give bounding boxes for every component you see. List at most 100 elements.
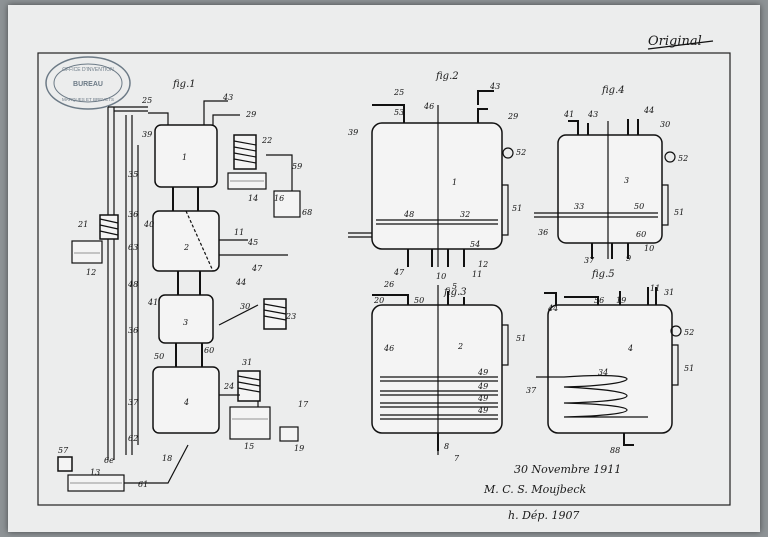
svg-text:50: 50 — [414, 296, 424, 305]
fig4-label: fig.4 — [601, 85, 625, 96]
svg-text:6e: 6e — [104, 456, 114, 465]
svg-text:MARQUES ET BREVETS: MARQUES ET BREVETS — [62, 97, 114, 102]
fig3-label: fig.3 — [443, 287, 467, 298]
svg-text:37: 37 — [128, 398, 139, 407]
svg-text:23: 23 — [285, 312, 296, 321]
svg-text:35: 35 — [128, 170, 138, 179]
fig5-label: fig.5 — [591, 269, 615, 280]
fig1-vessel-3 — [158, 294, 214, 344]
svg-text:25: 25 — [393, 88, 404, 97]
svg-text:4: 4 — [627, 344, 633, 353]
svg-text:16: 16 — [274, 194, 284, 203]
svg-text:51: 51 — [512, 204, 522, 213]
svg-text:43: 43 — [489, 82, 500, 91]
svg-text:25: 25 — [141, 96, 152, 105]
svg-text:11: 11 — [234, 228, 244, 237]
svg-text:10: 10 — [436, 272, 446, 281]
svg-text:40: 40 — [143, 220, 154, 229]
svg-text:31: 31 — [664, 288, 674, 297]
svg-text:36: 36 — [538, 228, 548, 237]
svg-text:24: 24 — [223, 382, 234, 391]
svg-text:33: 33 — [574, 202, 584, 211]
svg-text:46: 46 — [383, 344, 394, 353]
svg-text:11: 11 — [472, 270, 482, 279]
svg-text:51: 51 — [674, 208, 684, 217]
svg-text:41: 41 — [563, 110, 574, 119]
svg-text:21: 21 — [77, 220, 88, 229]
svg-text:4: 4 — [183, 398, 189, 407]
svg-text:3: 3 — [624, 176, 629, 185]
svg-text:53: 53 — [394, 108, 404, 117]
svg-text:52: 52 — [678, 154, 688, 163]
svg-text:12: 12 — [86, 268, 96, 277]
svg-text:52: 52 — [684, 328, 694, 337]
svg-text:18: 18 — [162, 454, 172, 463]
svg-text:12: 12 — [478, 260, 488, 269]
svg-text:44: 44 — [643, 106, 654, 115]
svg-text:50: 50 — [634, 202, 644, 211]
svg-text:44: 44 — [547, 304, 558, 313]
signature-block: 30 Novembre 1911 M. C. S. Moujbeck h. Dé… — [483, 463, 621, 522]
svg-text:13: 13 — [90, 468, 100, 477]
svg-text:2: 2 — [457, 342, 463, 351]
svg-text:63: 63 — [128, 243, 138, 252]
svg-text:61: 61 — [138, 480, 148, 489]
figure-2: fig.2 1 25 43 53 46 29 39 52 48 32 51 47… — [348, 71, 526, 281]
signature-name: M. C. S. Moujbeck — [483, 483, 587, 496]
svg-text:9: 9 — [626, 254, 631, 263]
svg-text:34: 34 — [598, 368, 608, 377]
svg-text:22: 22 — [261, 136, 272, 145]
svg-text:14: 14 — [248, 194, 258, 203]
svg-text:62: 62 — [128, 434, 138, 443]
svg-text:5: 5 — [452, 282, 457, 291]
svg-text:19: 19 — [294, 444, 304, 453]
svg-text:57: 57 — [58, 446, 69, 455]
svg-text:51: 51 — [684, 364, 694, 373]
svg-text:47: 47 — [251, 264, 263, 273]
svg-text:45: 45 — [247, 238, 258, 247]
office-stamp: OFFICE D'INVENTION BUREAU MARQUES ET BRE… — [45, 56, 131, 110]
svg-text:15: 15 — [244, 442, 254, 451]
signature-date: 30 Novembre 1911 — [514, 463, 621, 476]
svg-text:OFFICE D'INVENTION: OFFICE D'INVENTION — [62, 67, 114, 73]
svg-text:47: 47 — [393, 268, 405, 277]
svg-text:44: 44 — [235, 278, 246, 287]
svg-text:17: 17 — [298, 400, 309, 409]
fig2-label: fig.2 — [435, 71, 459, 82]
svg-text:31: 31 — [242, 358, 252, 367]
signature-dept: h. Dép. 1907 — [508, 509, 579, 522]
svg-text:2: 2 — [183, 243, 189, 252]
svg-text:49: 49 — [477, 394, 488, 403]
fig2-vessel-1 — [371, 122, 503, 250]
fig4-vessel-3 — [557, 134, 663, 244]
svg-text:60: 60 — [204, 346, 214, 355]
svg-text:49: 49 — [477, 368, 488, 377]
svg-text:BUREAU: BUREAU — [73, 81, 103, 88]
svg-text:43: 43 — [587, 110, 598, 119]
svg-text:26: 26 — [383, 280, 394, 289]
svg-text:10: 10 — [644, 244, 654, 253]
fig1-tank-12 — [71, 240, 103, 264]
svg-text:48: 48 — [127, 280, 138, 289]
svg-text:88: 88 — [610, 446, 620, 455]
fig1-coil-22 — [233, 134, 257, 170]
figure-1: fig.1 1 2 3 4 — [57, 79, 312, 492]
svg-text:7: 7 — [454, 454, 460, 463]
figure-3: fig.3 2 26 5 20 50 51 46 49 49 49 49 7 8 — [371, 280, 526, 463]
svg-text:36: 36 — [128, 326, 138, 335]
svg-text:37: 37 — [526, 386, 537, 395]
technical-drawing: Original OFFICE D'INVENTION BUREAU MARQU… — [37, 34, 731, 522]
original-mark: Original — [648, 34, 702, 49]
svg-text:46: 46 — [423, 102, 434, 111]
svg-text:39: 39 — [142, 130, 152, 139]
fig1-tank-15 — [229, 406, 271, 440]
fig1-vessel-4 — [152, 366, 220, 434]
svg-text:30: 30 — [240, 302, 250, 311]
svg-text:11: 11 — [650, 284, 660, 293]
svg-text:54: 54 — [470, 240, 480, 249]
svg-text:49: 49 — [477, 406, 488, 415]
svg-text:51: 51 — [516, 334, 526, 343]
svg-text:49: 49 — [477, 382, 488, 391]
svg-text:39: 39 — [348, 128, 358, 137]
svg-text:50: 50 — [154, 352, 164, 361]
